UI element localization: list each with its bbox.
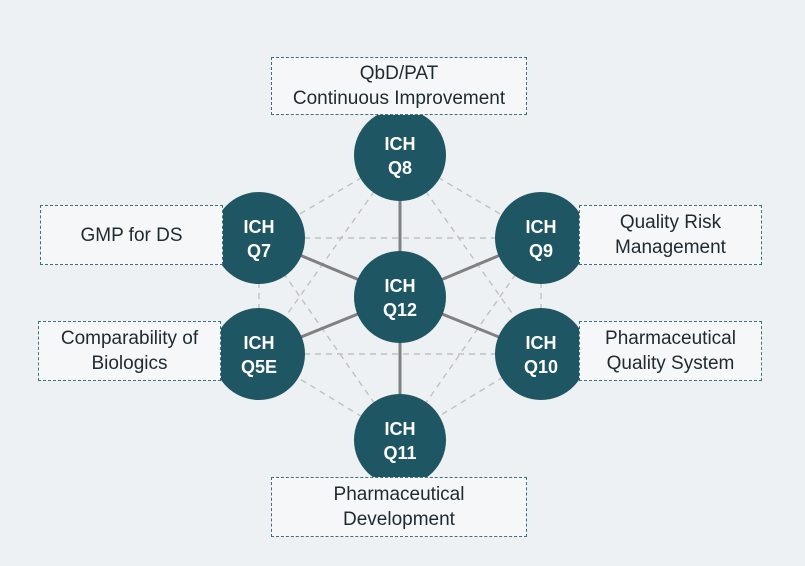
dashed-edge-q9-q11 — [399, 237, 542, 441]
node-q11: ICH Q11 — [354, 394, 446, 486]
node-q8: ICH Q8 — [354, 109, 446, 201]
node-q10-line1: ICH — [526, 333, 557, 353]
label-q8-line1: QbD/PAT — [359, 63, 439, 84]
label-box-q11: Pharmaceutical Development — [271, 477, 527, 537]
label-box-q8: QbD/PAT Continuous Improvement — [271, 57, 527, 115]
label-box-q7: GMP for DS — [40, 205, 223, 265]
node-q9: ICH Q9 — [495, 192, 587, 284]
node-q7-line1: ICH — [244, 217, 275, 237]
node-q11-line1: ICH — [385, 419, 416, 439]
node-circle-q8 — [354, 109, 446, 201]
node-q5e-line2: Q5E — [241, 357, 277, 377]
node-q11-line2: Q11 — [383, 443, 416, 463]
node-q12-line1: ICH — [385, 276, 416, 296]
label-q5e-line1: Comparability of — [60, 328, 199, 349]
node-q9-line1: ICH — [526, 217, 557, 237]
node-q5e: ICH Q5E — [213, 308, 305, 400]
node-circle-q12 — [354, 251, 446, 343]
node-q10-line2: Q10 — [524, 357, 558, 377]
label-q10-line1: Pharmaceutical — [605, 328, 736, 349]
label-q11-line2: Development — [343, 509, 455, 530]
label-q7-line1: GMP for DS — [80, 224, 183, 246]
label-q9-line1: Quality Risk — [619, 212, 722, 233]
node-circle-q5e — [213, 308, 305, 400]
label-box-q9: Quality Risk Management — [579, 205, 762, 265]
label-q8-line2: Continuous Improvement — [292, 88, 506, 109]
node-q7: ICH Q7 — [213, 192, 305, 284]
node-circle-q9 — [495, 192, 587, 284]
node-q8-line1: ICH — [385, 134, 416, 154]
node-circle-q7 — [213, 192, 305, 284]
node-circle-q11 — [354, 394, 446, 486]
dashed-edge-q11-q7 — [258, 237, 401, 441]
node-q5e-line1: ICH — [244, 333, 275, 353]
node-q10: ICH Q10 — [495, 308, 587, 400]
node-q9-line2: Q9 — [529, 241, 553, 261]
label-q11-line1: Pharmaceutical — [333, 484, 465, 505]
node-q12-line2: Q12 — [383, 300, 417, 320]
node-q8-line2: Q8 — [388, 158, 412, 178]
label-box-q5e: Comparability of Biologics — [38, 321, 221, 381]
node-q12: ICH Q12 — [354, 251, 446, 343]
node-circle-q10 — [495, 308, 587, 400]
label-q5e-line2: Biologics — [91, 353, 168, 374]
label-box-q10: Pharmaceutical Quality System — [579, 321, 762, 381]
node-q7-line2: Q7 — [247, 241, 271, 261]
label-q10-line2: Quality System — [606, 353, 735, 374]
label-q9-line2: Management — [615, 237, 726, 258]
